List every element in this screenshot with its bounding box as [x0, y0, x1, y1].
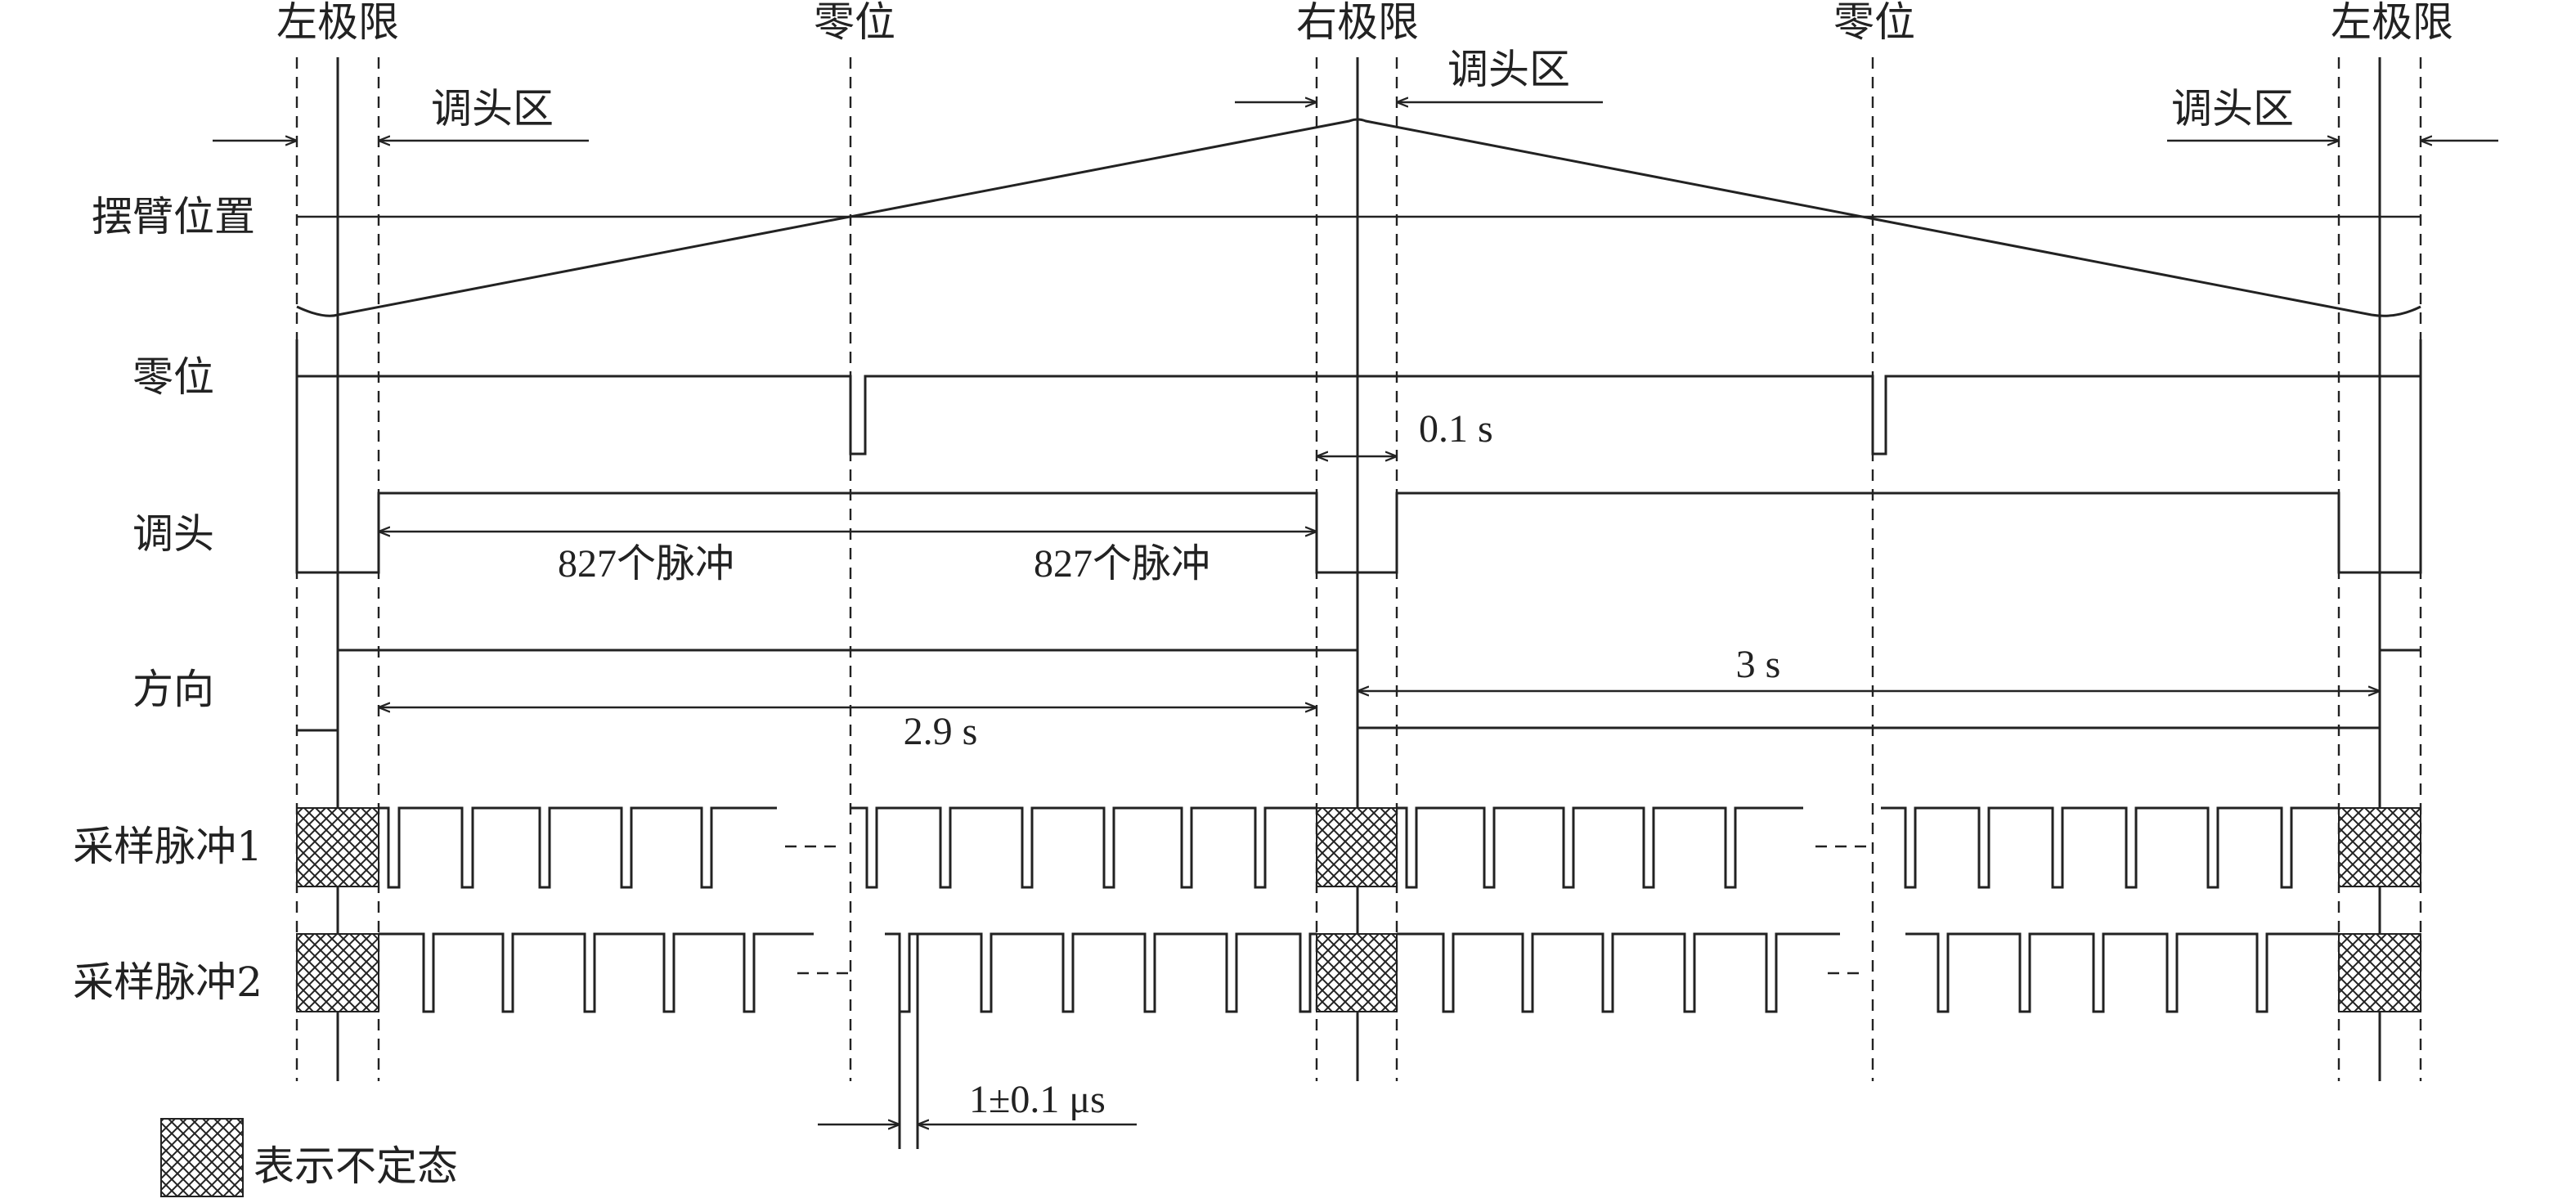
- undefined-state-block: [2338, 807, 2421, 887]
- turn-signal: [295, 339, 2422, 574]
- turn-zone-label-1: 调头区: [431, 85, 554, 132]
- row-label-turn: 调头: [132, 510, 214, 558]
- legend-swatch: [160, 1118, 244, 1197]
- label-right-limit: 右极限: [1296, 0, 1419, 46]
- undefined-state-block: [1316, 807, 1398, 887]
- row-label-sample-pulse-2: 采样脉冲2: [73, 958, 263, 1006]
- pulse-offset-marker: [818, 934, 1137, 1149]
- turn-zone-markers: [213, 102, 2498, 141]
- arm-position-waveform: [296, 118, 2421, 317]
- pulse-count-first-label: 827个脉冲: [558, 542, 734, 586]
- label-left-limit-2: 左极限: [2331, 0, 2453, 46]
- row-label-sample-pulse-1: 采样脉冲1: [73, 823, 263, 870]
- undefined-state-block: [296, 933, 379, 1012]
- label-left-limit-1: 左极限: [276, 0, 399, 46]
- row-label-direction: 方向: [132, 666, 214, 713]
- label-zero-2: 零位: [1833, 0, 1915, 46]
- undefined-state-block: [2338, 933, 2421, 1012]
- sample-pulse-1-waveform: [296, 806, 2421, 889]
- label-zero-1: 零位: [814, 0, 895, 46]
- direction-signal: [297, 649, 2421, 732]
- turn-zone-label-3: 调头区: [2171, 85, 2294, 132]
- sample-pulse-2-waveform: [296, 932, 2421, 1013]
- undefined-state-block: [1316, 933, 1398, 1012]
- zero-signal: [297, 375, 2421, 456]
- direction-reverse-label: 3 s: [1736, 643, 1781, 686]
- undefined-state-block: [296, 807, 379, 887]
- pulse-count-second-label: 827个脉冲: [1034, 542, 1210, 586]
- row-label-zero: 零位: [132, 353, 214, 401]
- turn-width-label: 0.1 s: [1419, 407, 1493, 451]
- row-label-arm-position: 摆臂位置: [92, 193, 255, 240]
- direction-forward-label: 2.9 s: [904, 710, 978, 753]
- legend: 表示不定态: [160, 1118, 458, 1197]
- pulse-offset-label: 1±0.1 μs: [969, 1078, 1106, 1121]
- legend-undefined-state-label: 表示不定态: [254, 1142, 458, 1190]
- turn-zone-label-2: 调头区: [1447, 46, 1570, 93]
